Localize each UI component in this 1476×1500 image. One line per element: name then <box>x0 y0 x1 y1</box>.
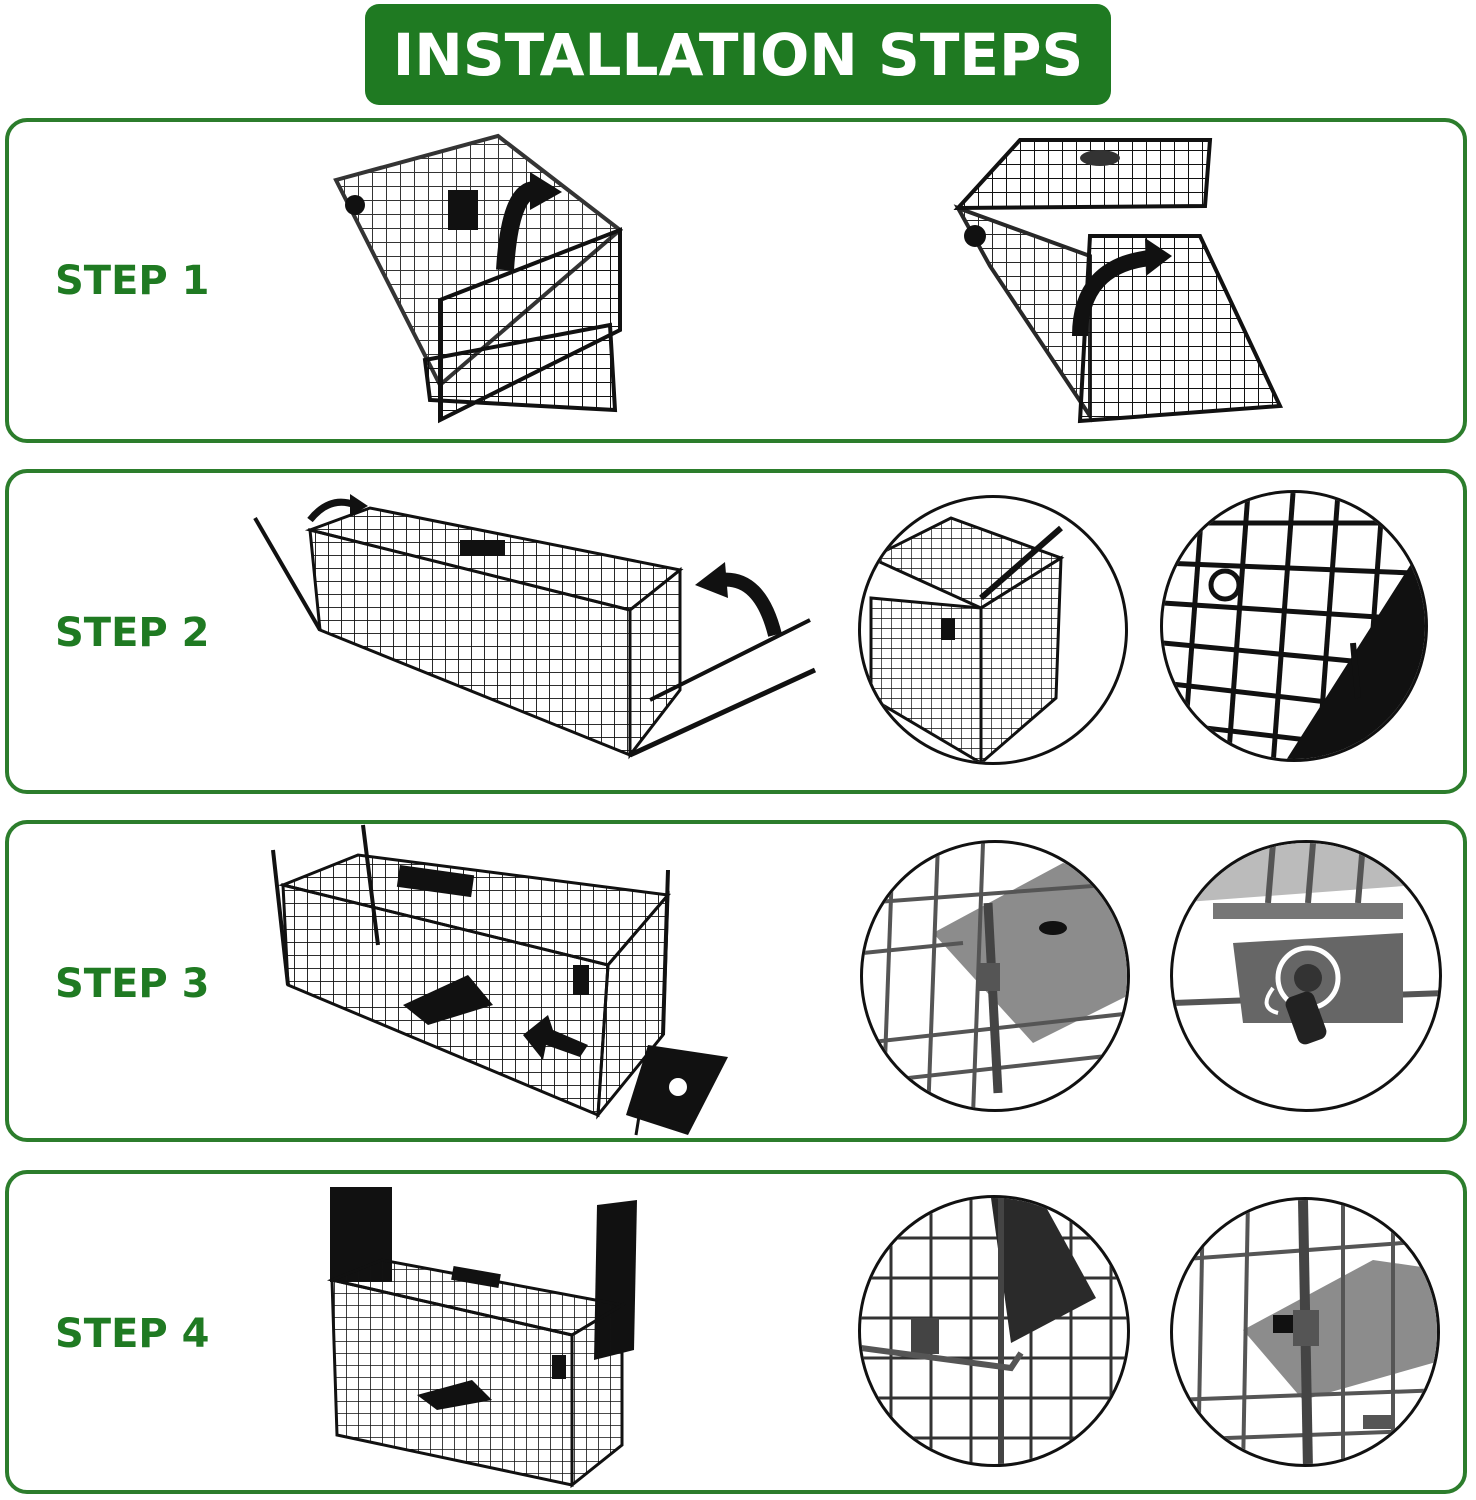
page-title: INSTALLATION STEPS <box>392 20 1084 89</box>
step-4-detail-circle-2 <box>1170 1197 1440 1467</box>
step-2-detail-circle-2 <box>1160 490 1428 762</box>
step-1-assembled-cage-image <box>953 138 1284 424</box>
step-3-label: STEP 3 <box>55 961 210 1007</box>
step-3-detail-circle-2 <box>1170 840 1442 1112</box>
step-3-detail-circle-1 <box>860 840 1130 1112</box>
step-4-set-trap-image <box>326 1187 637 1489</box>
step-2-cage-doors-image <box>253 494 817 760</box>
step-2-detail-circle-1 <box>858 495 1128 765</box>
step-3-cage-plate-image <box>271 824 728 1136</box>
title-banner: INSTALLATION STEPS <box>365 4 1111 105</box>
step-1-folded-cage-image <box>333 133 624 424</box>
step-4-detail-circle-1 <box>858 1195 1130 1467</box>
step-4-label: STEP 4 <box>55 1311 210 1357</box>
step-2-label: STEP 2 <box>55 610 210 656</box>
step-1-label: STEP 1 <box>55 258 210 304</box>
step-1-panel: STEP 1 <box>5 118 1467 443</box>
